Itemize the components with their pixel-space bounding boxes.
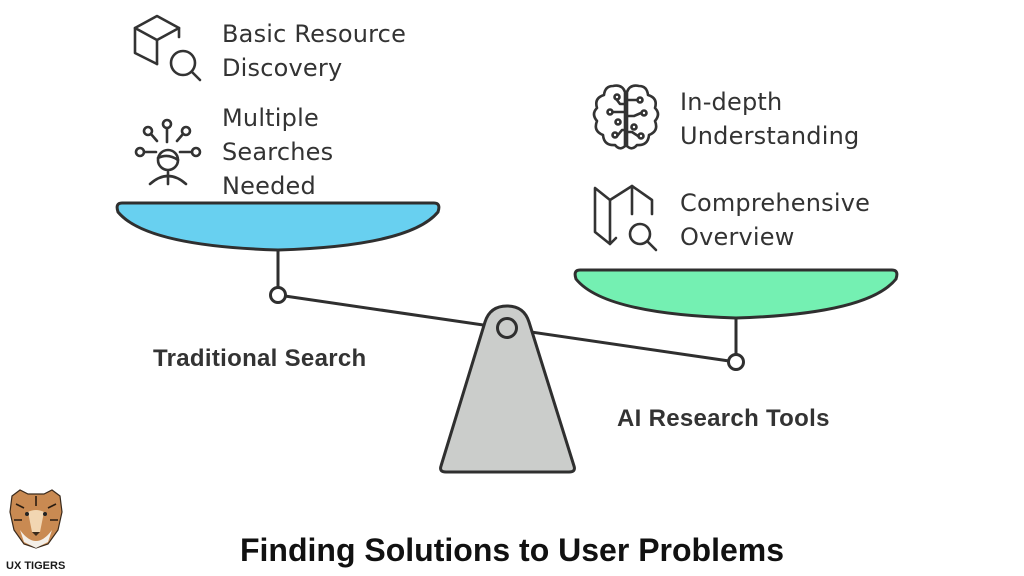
item-text-line: Overview — [680, 223, 795, 251]
logo-text: UX TIGERS — [6, 560, 66, 572]
person-multiple-searches-icon — [134, 118, 202, 186]
fulcrum — [439, 304, 576, 474]
item-in-depth-understanding: In-depth Understanding — [680, 85, 859, 153]
item-text-line: Comprehensive — [680, 189, 871, 217]
item-multiple-searches-needed: Multiple Searches Needed — [222, 101, 333, 203]
right-pan — [573, 268, 899, 371]
right-pan-label: AI Research Tools — [617, 405, 830, 432]
tiger-head-icon — [9, 489, 63, 549]
item-text-line: Multiple — [222, 104, 319, 132]
item-basic-resource-discovery: Basic Resource Discovery — [222, 17, 406, 85]
item-text-line: Discovery — [222, 54, 343, 82]
item-text-line: In-depth — [680, 88, 783, 116]
item-text-line: Basic Resource — [222, 20, 407, 48]
item-text-line: Understanding — [680, 122, 860, 150]
page-title: Finding Solutions to User Problems — [239, 532, 785, 568]
left-hinge — [269, 286, 287, 304]
left-pan-label: Traditional Search — [153, 345, 367, 372]
brain-circuit-icon — [592, 84, 660, 150]
item-comprehensive-overview: Comprehensive Overview — [680, 186, 870, 254]
item-text-line: Needed — [222, 172, 316, 200]
box-search-icon — [133, 14, 202, 82]
right-hinge — [727, 353, 745, 371]
pivot — [496, 317, 518, 339]
left-pan — [115, 201, 441, 304]
item-text-line: Searches — [222, 138, 334, 166]
map-search-icon — [593, 184, 658, 252]
